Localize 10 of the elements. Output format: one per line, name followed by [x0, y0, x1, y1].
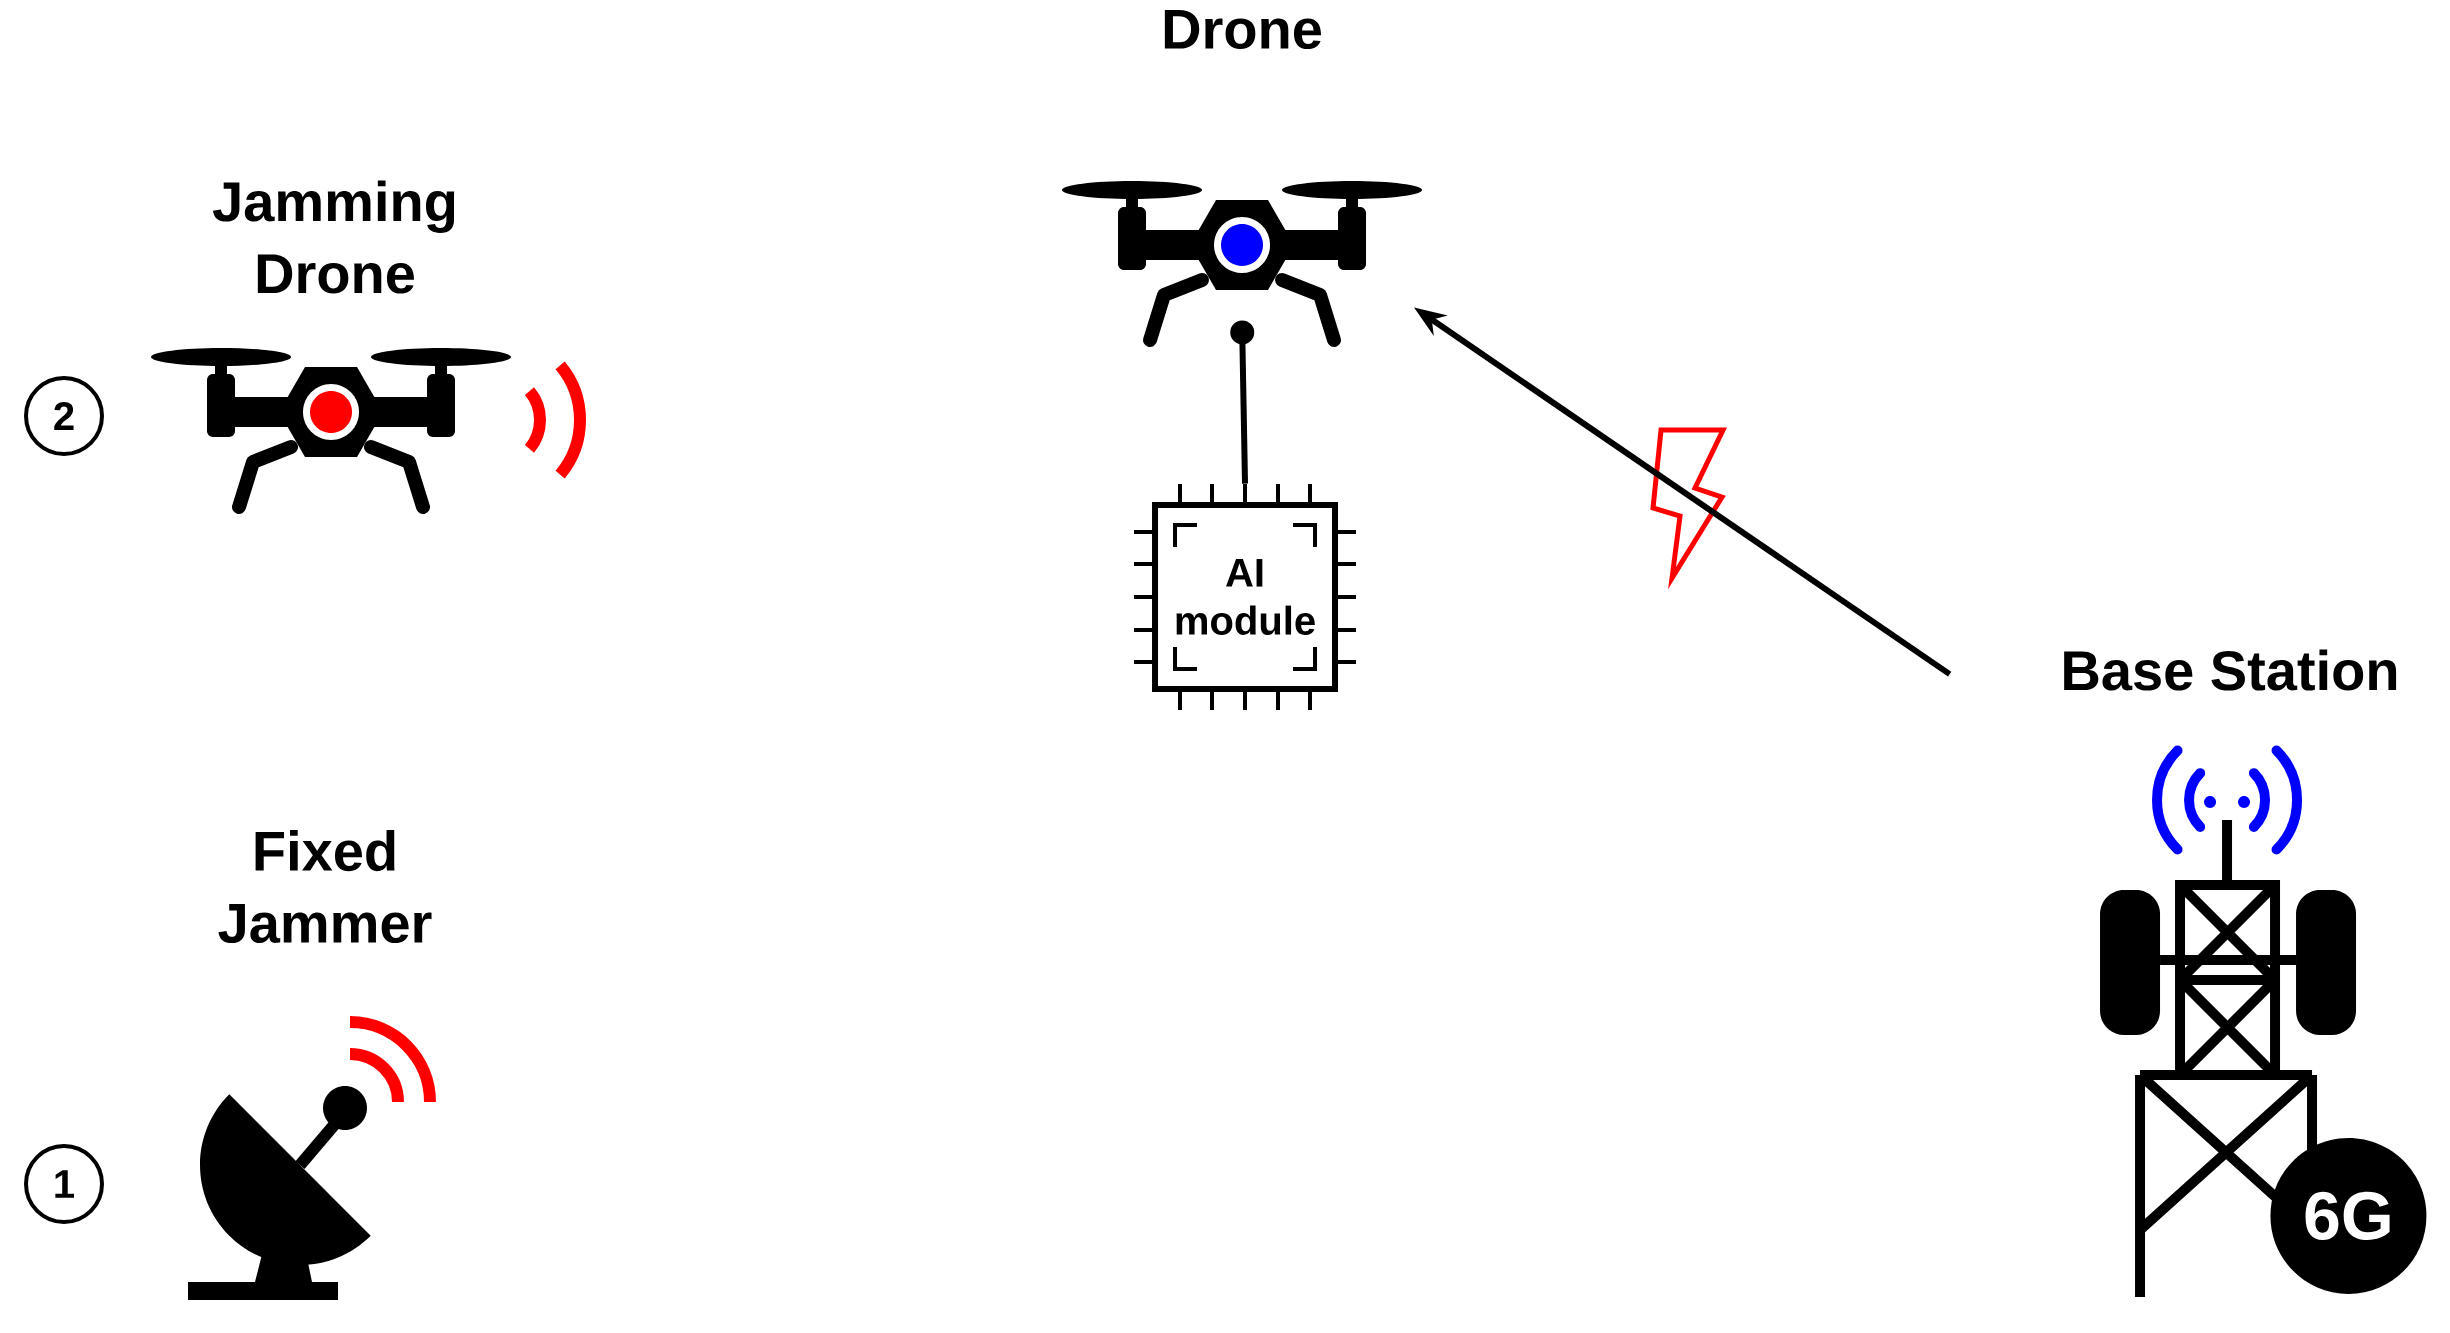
- drone-drawing: Drone: [1062, 10, 1422, 347]
- step-number: 1: [24, 1144, 104, 1224]
- node-label: Base Station: [2064, 649, 2397, 691]
- jamming-drone-drawing: Jamming Drone: [151, 180, 586, 514]
- node-label: Drone: [1164, 10, 1321, 50]
- satellite-dish-drawing: Fixed Jammer: [188, 830, 436, 1300]
- step-number: 2: [24, 376, 104, 456]
- node-label: Jamming Drone: [212, 180, 455, 294]
- node-label: Fixed Jammer: [218, 830, 432, 944]
- connector-line: [1230, 320, 1255, 484]
